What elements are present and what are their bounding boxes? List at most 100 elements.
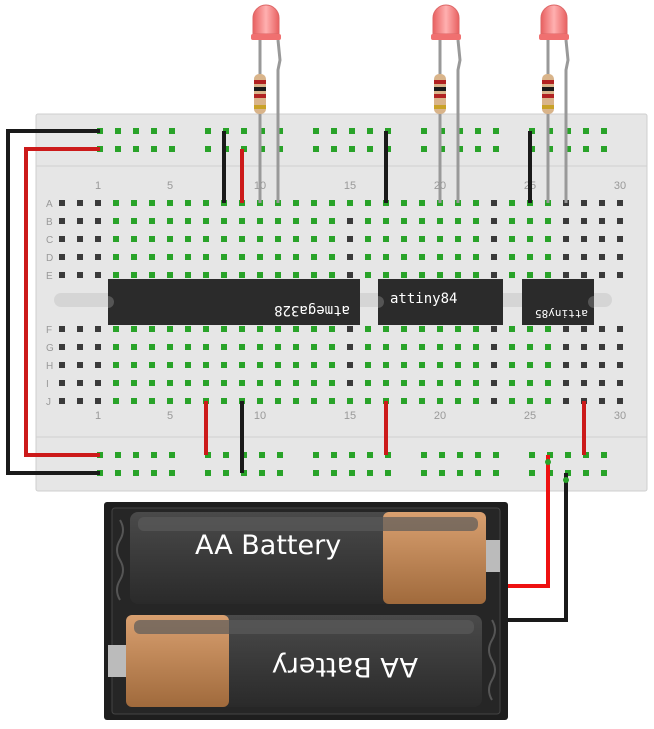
breadboard-hole: [257, 344, 263, 350]
breadboard-hole: [59, 200, 65, 206]
breadboard-hole: [239, 218, 245, 224]
breadboard-hole: [167, 362, 173, 368]
breadboard-hole: [59, 254, 65, 260]
rail-hole: [583, 470, 589, 476]
breadboard-hole: [59, 236, 65, 242]
breadboard-hole: [95, 254, 101, 260]
breadboard-hole: [473, 236, 479, 242]
rail-hole: [259, 146, 265, 152]
breadboard-hole: [365, 200, 371, 206]
breadboard-hole: [203, 254, 209, 260]
rail-hole: [565, 128, 571, 134]
rail-hole: [205, 146, 211, 152]
rail-hole: [421, 128, 427, 134]
rail-hole: [421, 146, 427, 152]
breadboard-hole: [455, 380, 461, 386]
breadboard-hole: [329, 236, 335, 242]
rail-hole: [601, 452, 607, 458]
breadboard-hole: [203, 362, 209, 368]
breadboard-hole: [455, 272, 461, 278]
breadboard-hole: [275, 236, 281, 242]
breadboard-hole: [365, 254, 371, 260]
breadboard-hole: [455, 326, 461, 332]
breadboard-hole: [95, 326, 101, 332]
breadboard-hole: [365, 326, 371, 332]
breadboard-hole: [455, 254, 461, 260]
breadboard-hole: [221, 326, 227, 332]
rail-hole: [115, 128, 121, 134]
rail-hole: [151, 470, 157, 476]
led-lead: [564, 39, 570, 203]
breadboard-hole: [383, 380, 389, 386]
breadboard-hole: [365, 398, 371, 404]
breadboard-hole: [545, 236, 551, 242]
breadboard-hole: [581, 362, 587, 368]
breadboard-hole: [131, 200, 137, 206]
breadboard-hole: [185, 362, 191, 368]
breadboard-hole: [491, 218, 497, 224]
led-2: [431, 4, 462, 203]
breadboard-hole: [473, 272, 479, 278]
breadboard-hole: [401, 398, 407, 404]
breadboard-hole: [545, 344, 551, 350]
breadboard-hole: [221, 254, 227, 260]
rail-hole: [277, 470, 283, 476]
breadboard-hole: [257, 362, 263, 368]
rail-hole: [367, 470, 373, 476]
breadboard-hole: [329, 380, 335, 386]
row-label: D: [46, 253, 53, 264]
breadboard-hole: [545, 362, 551, 368]
rail-hole: [367, 146, 373, 152]
breadboard-hole: [77, 236, 83, 242]
breadboard-hole: [491, 326, 497, 332]
breadboard-hole: [527, 326, 533, 332]
breadboard-hole: [617, 380, 623, 386]
breadboard-hole: [275, 344, 281, 350]
breadboard-hole: [113, 218, 119, 224]
rail-hole: [133, 452, 139, 458]
rail-hole: [151, 128, 157, 134]
breadboard-hole: [167, 236, 173, 242]
breadboard-hole: [419, 236, 425, 242]
breadboard-hole: [545, 254, 551, 260]
breadboard-hole: [221, 344, 227, 350]
breadboard-hole: [509, 272, 515, 278]
breadboard-hole: [419, 326, 425, 332]
breadboard-hole: [509, 380, 515, 386]
breadboard-hole: [383, 236, 389, 242]
rail-hole: [457, 452, 463, 458]
rail-hole: [277, 128, 283, 134]
breadboard-hole: [77, 200, 83, 206]
breadboard-hole: [437, 272, 443, 278]
breadboard-hole: [563, 362, 569, 368]
breadboard-hole: [293, 362, 299, 368]
breadboard-hole: [563, 344, 569, 350]
breadboard-hole: [77, 380, 83, 386]
breadboard-hole: [149, 200, 155, 206]
column-number: 30: [614, 180, 626, 192]
breadboard-hole: [437, 344, 443, 350]
led-3: [539, 4, 570, 203]
breadboard-hole: [131, 254, 137, 260]
breadboard-hole: [365, 272, 371, 278]
breadboard-hole: [257, 254, 263, 260]
breadboard-hole: [581, 218, 587, 224]
battery-cell-top-label: AA Battery: [195, 530, 341, 561]
breadboard-hole: [293, 254, 299, 260]
breadboard-hole: [203, 218, 209, 224]
breadboard-hole: [167, 380, 173, 386]
breadboard-hole: [545, 398, 551, 404]
breadboard-hole: [113, 254, 119, 260]
breadboard-hole: [617, 254, 623, 260]
breadboard-hole: [239, 326, 245, 332]
breadboard-hole: [113, 326, 119, 332]
chip-attiny84-label: attiny84: [390, 291, 457, 307]
breadboard-hole: [239, 380, 245, 386]
breadboard-hole: [329, 362, 335, 368]
breadboard-hole: [311, 236, 317, 242]
breadboard-hole: [581, 344, 587, 350]
rail-hole: [205, 128, 211, 134]
breadboard-hole: [167, 272, 173, 278]
breadboard-hole: [599, 200, 605, 206]
breadboard-hole: [617, 218, 623, 224]
